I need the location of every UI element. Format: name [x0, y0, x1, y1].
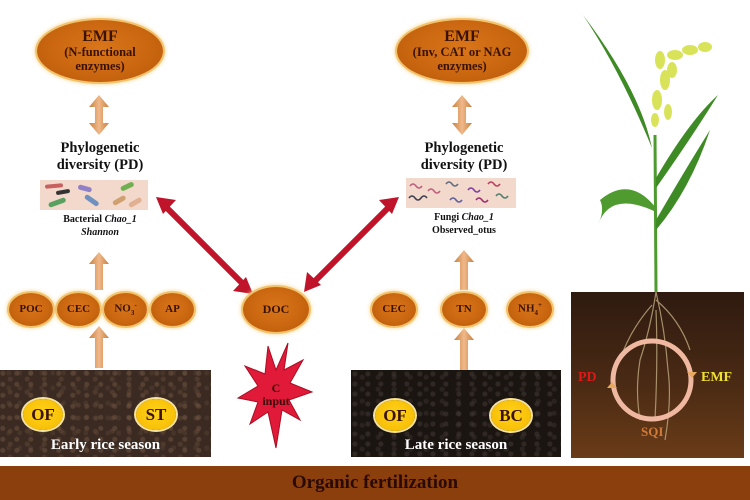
bc-oval: BC [491, 400, 531, 431]
factor-no3: NO3- [104, 293, 147, 326]
nh4-sub: 4 [534, 308, 539, 317]
right-diversity-caption: Fungi Chao_1 Observed_otus [394, 211, 534, 237]
c-input-line2: input [262, 394, 290, 409]
left-pd-title: Phylogenetic diversity (PD) [30, 140, 170, 175]
bacteria-icon [45, 182, 142, 208]
right-of-label: OF [383, 405, 407, 425]
right-caption-italic: Chao_1 [461, 212, 494, 223]
right-pd-title: Phylogenetic diversity (PD) [394, 140, 534, 175]
left-pd-title-line2: diversity (PD) [56, 157, 144, 174]
right-emf-oval: EMF (Inv, CAT or NAG enzymes) [397, 20, 527, 82]
right-emf-pd-double-arrow [452, 95, 472, 135]
doc-label: DOC [262, 301, 290, 316]
rhizosphere-soil-panel [571, 292, 744, 458]
right-caption-line2: Observed_otus [432, 225, 496, 236]
factor-ap-label: AP [165, 303, 180, 316]
left-diversity-caption: Bacterial Chao_1 Shannon [30, 213, 170, 239]
bacteria-illustration [40, 180, 148, 210]
factor-cec-right-label: CEC [382, 303, 406, 316]
c-input-line1: C [271, 381, 281, 395]
left-factors-to-pd-arrow [89, 252, 109, 290]
rice-plant-icon [583, 15, 718, 441]
early-season-label: Early rice season [50, 437, 161, 453]
right-caption-prefix: Fungi [434, 212, 462, 223]
left-pd-title-line1: Phylogenetic [60, 140, 140, 156]
organic-fertilization-label: Organic fertilization [291, 472, 459, 493]
plant-emf-label: EMF [701, 370, 733, 385]
left-emf-pd-double-arrow [89, 95, 109, 135]
c-input-label: C input [248, 381, 304, 409]
left-emf-oval: EMF (N-functional enzymes) [37, 20, 163, 82]
late-season-label: Late rice season [404, 437, 508, 453]
plant-sqi-label: SQI [641, 424, 664, 439]
pd-emf-sqi-cycle [607, 338, 697, 422]
left-caption-prefix: Bacterial [63, 214, 105, 225]
factor-nh4: NH4+ [508, 293, 552, 326]
no3-sub: 3 [130, 308, 135, 317]
left-soil-to-factors-arrow [89, 326, 109, 368]
factor-ap: AP [151, 293, 194, 326]
right-factors-to-pd-arrow [454, 250, 474, 290]
st-label: ST [145, 404, 167, 424]
fungi-icon [408, 181, 509, 203]
left-of-label: OF [31, 404, 55, 424]
factor-tn-label: TN [456, 303, 472, 316]
right-pd-title-line1: Phylogenetic [424, 140, 504, 156]
left-caption-line2: Shannon [81, 227, 119, 238]
doc-right-pd-red-arrow [304, 197, 399, 292]
organic-fertilization-bar: Organic fertilization [0, 466, 750, 500]
left-emf-title: EMF [82, 28, 118, 46]
doc-left-pd-red-arrow [156, 197, 253, 294]
nh4-sup: + [538, 300, 542, 309]
no3-base: NO [114, 302, 131, 315]
factor-cec-right: CEC [372, 293, 416, 326]
no3-sup: - [134, 300, 137, 309]
st-oval: ST [136, 399, 176, 430]
right-soil-to-factors-arrow [454, 328, 474, 370]
factor-cec-left-label: CEC [66, 303, 91, 316]
plant-pd-label: PD [578, 370, 597, 385]
left-of-oval: OF [23, 399, 63, 430]
factor-poc: POC [9, 293, 53, 326]
right-pd-title-line2: diversity (PD) [420, 157, 508, 174]
fungi-illustration [406, 178, 516, 208]
doc-oval: DOC [243, 287, 309, 332]
right-emf-subtitle: (Inv, CAT or NAG enzymes) [412, 45, 512, 73]
factor-cec-left: CEC [57, 293, 100, 326]
left-caption-italic: Chao_1 [104, 214, 137, 225]
bc-label: BC [499, 405, 523, 425]
nh4-base: NH [518, 302, 535, 315]
c-input-starburst [236, 342, 314, 449]
factor-poc-label: POC [19, 303, 43, 316]
left-emf-subtitle: (N-functional enzymes) [64, 45, 136, 73]
factor-tn: TN [442, 293, 486, 326]
right-of-oval: OF [375, 400, 415, 431]
right-emf-title: EMF [444, 28, 480, 46]
